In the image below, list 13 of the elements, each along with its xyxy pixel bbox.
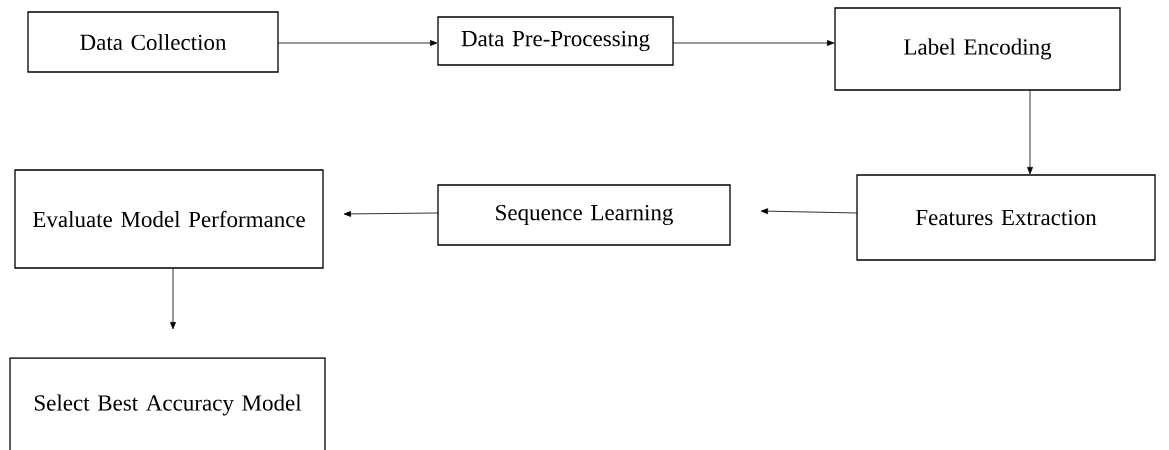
process-box: Data Pre-Processing [437,16,674,66]
process-box: Features Extraction [856,174,1156,261]
arrow [672,40,835,46]
process-box: Label Encoding [834,7,1121,91]
arrow [343,211,439,217]
process-box: Sequence Learning [437,184,731,246]
arrow [170,267,176,330]
arrow [1027,89,1033,175]
arrow [277,40,438,46]
process-box: Select Best Accuracy Model [9,357,326,450]
process-box: Evaluate Model Performance [14,169,324,269]
arrow [760,208,858,215]
process-box: Data Collection [27,11,279,73]
